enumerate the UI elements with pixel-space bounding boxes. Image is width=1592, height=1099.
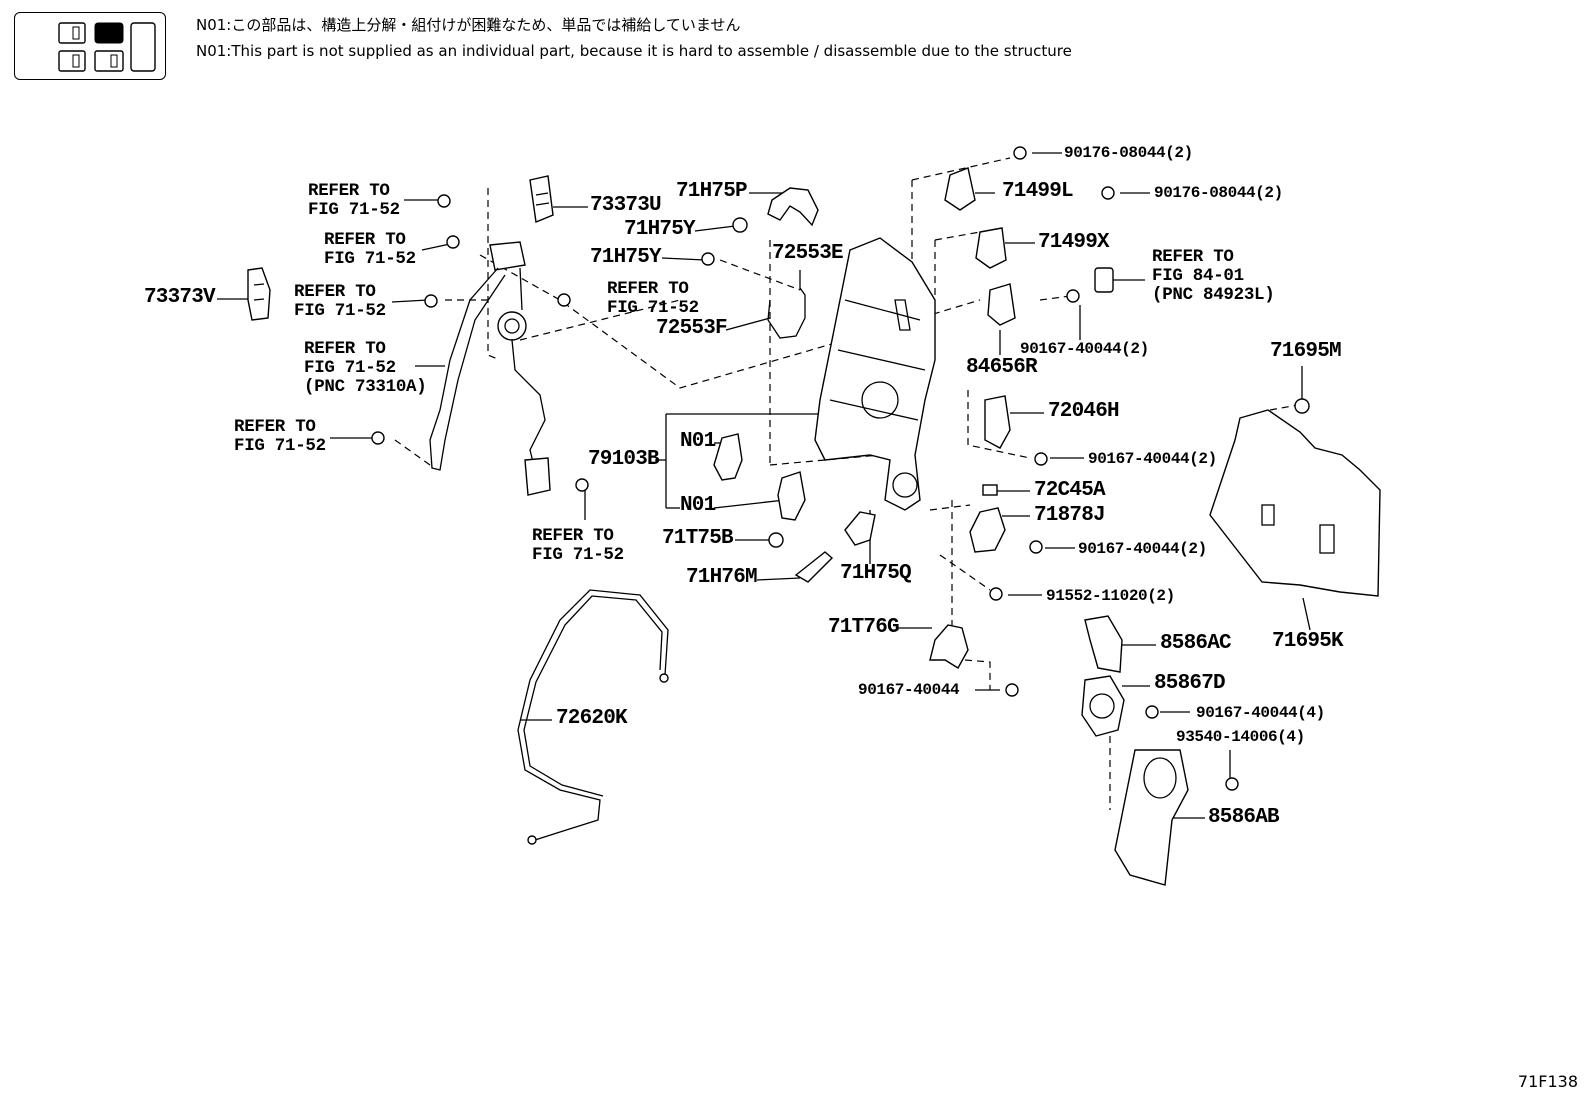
part-label: 85867D xyxy=(1154,672,1226,695)
part-label: 71T76G xyxy=(828,616,900,639)
part-label: 71T75B xyxy=(662,527,734,550)
part-label: 72620K xyxy=(556,707,628,730)
part-label: 71499X xyxy=(1038,231,1110,254)
part-label: 73373U xyxy=(590,194,662,217)
part-label: 79103B xyxy=(588,448,660,471)
part-label: 90167-40044(2) xyxy=(1020,340,1149,358)
fig-line: FIG 84-01 xyxy=(1152,266,1244,286)
part-label: 72046H xyxy=(1048,400,1120,423)
pnc-line: (PNC 84923L) xyxy=(1152,285,1275,305)
part-label: 72C45A xyxy=(1034,479,1106,502)
part-label: 72553E xyxy=(772,242,844,265)
label-refer-fig-71-52-pnc: REFER TO FIG 71-52 (PNC 73310A) xyxy=(304,339,427,397)
cover-71878j xyxy=(969,507,1006,553)
refer-line: REFER TO xyxy=(304,339,386,359)
part-label: 72553F xyxy=(656,317,728,340)
leader-lines xyxy=(217,152,1311,819)
fig-line: FIG 71-52 xyxy=(234,436,326,456)
part-label: 71499L xyxy=(1002,180,1074,203)
label-refer-fig-71-52: REFER TO FIG 71-52 xyxy=(607,280,699,318)
bezel-8586ac xyxy=(1084,615,1123,673)
pnc-line: (PNC 73310A) xyxy=(304,377,427,397)
hinge-71499x xyxy=(975,227,1007,269)
part-label: 90167-40044(4) xyxy=(1196,704,1325,722)
cable-72620k-inner xyxy=(523,595,663,797)
seat-position-legend xyxy=(14,12,166,80)
part-label: 90176-08044(2) xyxy=(1154,184,1283,202)
part-label: 71H75P xyxy=(676,180,748,203)
note-n01-english: N01:This part is not supplied as an indi… xyxy=(196,42,1072,60)
board-71695k xyxy=(1209,409,1381,597)
cable-72620k xyxy=(517,589,669,841)
recliner-n01-a xyxy=(713,433,743,481)
recliner-n01-b xyxy=(777,471,806,521)
label-refer-fig-71-52: REFER TO FIG 71-52 xyxy=(234,418,326,456)
clip-84923l xyxy=(1094,267,1114,293)
spacer-72c45a xyxy=(982,484,998,496)
bracket-71h75p xyxy=(767,187,819,227)
label-refer-fig-71-52: REFER TO FIG 71-52 xyxy=(294,283,386,321)
part-label: N01 xyxy=(680,430,716,453)
refer-line: REFER TO xyxy=(294,282,376,302)
part-label: 93540-14006(4) xyxy=(1176,728,1305,746)
part-label: 71H75Y xyxy=(624,218,696,241)
part-label: 71H75Q xyxy=(840,562,912,585)
seatback-frame xyxy=(814,237,936,511)
part-label: 90167-40044(2) xyxy=(1078,540,1207,558)
wire-72553f xyxy=(767,287,806,339)
fig-line: FIG 71-52 xyxy=(607,298,699,318)
refer-line: REFER TO xyxy=(532,526,614,546)
refer-line: REFER TO xyxy=(234,417,316,437)
part-label: 71695M xyxy=(1270,340,1342,363)
label-refer-fig-71-52: REFER TO FIG 71-52 xyxy=(532,527,624,565)
part-label: 71878J xyxy=(1034,504,1106,527)
label-refer-fig-71-52: REFER TO FIG 71-52 xyxy=(324,231,416,269)
label-refer-fig-71-52: REFER TO FIG 71-52 xyxy=(308,182,400,220)
part-label: 8586AC xyxy=(1160,632,1232,655)
part-label: 90167-40044 xyxy=(858,681,960,699)
part-label: 71H75Y xyxy=(590,246,662,269)
bracket-84656r xyxy=(987,283,1016,326)
ring-85867d xyxy=(1081,675,1125,737)
clip-73373v xyxy=(247,267,271,321)
bracket-71h76m xyxy=(794,551,834,583)
part-label: N01 xyxy=(680,494,716,517)
part-label: 90167-40044(2) xyxy=(1088,450,1217,468)
fig-line: FIG 71-52 xyxy=(532,545,624,565)
cover-71t76g xyxy=(929,624,969,669)
note-n01-japanese: N01:この部品は、構造上分解・組付けが困難なため、単品では補給していません xyxy=(196,16,741,34)
fig-line: FIG 71-52 xyxy=(304,358,396,378)
fig-line: FIG 71-52 xyxy=(294,301,386,321)
bracket-71h75q xyxy=(844,511,876,546)
refer-line: REFER TO xyxy=(308,181,390,201)
refer-line: REFER TO xyxy=(324,230,406,250)
clip-73373u xyxy=(529,175,554,223)
part-label: 91552-11020(2) xyxy=(1046,587,1175,605)
bolts xyxy=(371,146,1310,791)
part-label: 90176-08044(2) xyxy=(1064,144,1193,162)
part-label: 84656R xyxy=(966,356,1038,379)
housing-8586ab xyxy=(1114,749,1189,886)
seatbelt-assembly xyxy=(429,241,589,496)
fig-line: FIG 71-52 xyxy=(324,249,416,269)
refer-line: REFER TO xyxy=(1152,247,1234,267)
bracket-72046h xyxy=(984,395,1011,449)
part-label: 71H76M xyxy=(686,566,758,589)
hinge-71499l xyxy=(944,167,976,211)
part-label: 71695K xyxy=(1272,630,1344,653)
refer-line: REFER TO xyxy=(607,279,689,299)
label-refer-fig-84-01: REFER TO FIG 84-01 (PNC 84923L) xyxy=(1152,247,1275,305)
fig-line: FIG 71-52 xyxy=(308,200,400,220)
seat-layout-icon xyxy=(58,22,156,72)
part-label: 73373V xyxy=(144,286,216,309)
part-label: 8586AB xyxy=(1208,806,1280,829)
figure-code: 71F138 xyxy=(1517,1072,1578,1091)
